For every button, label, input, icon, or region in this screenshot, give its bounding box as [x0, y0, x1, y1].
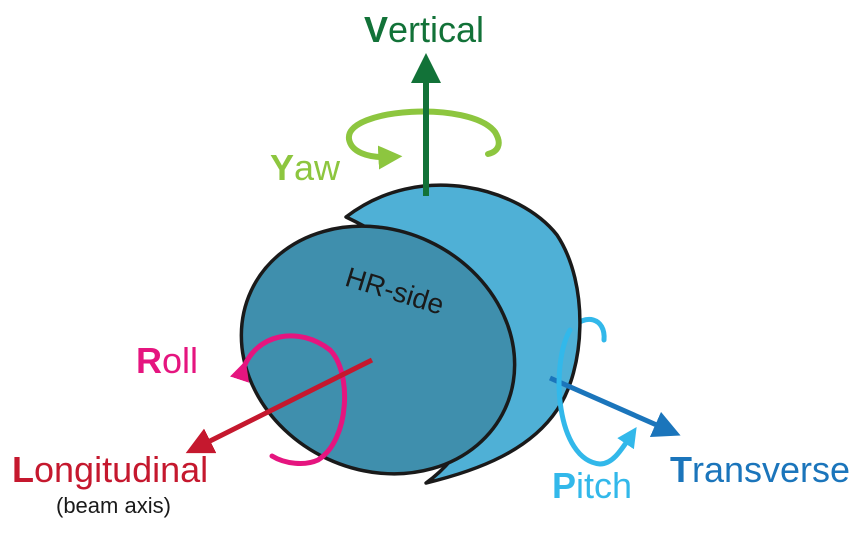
longitudinal-axis-arrow: [185, 357, 374, 454]
pitch-label-initial: P: [552, 465, 577, 506]
longitudinal-label-rest: ongitudinal: [34, 449, 209, 490]
vertical-label-initial: V: [364, 9, 389, 50]
longitudinal-label-initial: L: [12, 449, 34, 490]
pitch-label-rest: itch: [576, 465, 633, 506]
yaw-label-initial: Y: [270, 147, 295, 188]
mirror-face: [239, 224, 517, 476]
pitch-label: Pitch: [552, 468, 632, 504]
roll-rotation-back: [230, 333, 333, 383]
roll-label: Roll: [136, 343, 198, 379]
longitudinal-note: (beam axis): [56, 493, 171, 518]
transverse-label: Transverse: [670, 452, 850, 488]
yaw-label-rest: aw: [294, 147, 341, 188]
mirror-body: [239, 183, 582, 485]
vertical-label: Vertical: [364, 12, 484, 48]
roll-label-rest: oll: [162, 340, 199, 381]
yaw-label: Yaw: [270, 150, 340, 186]
yaw-rotation-front: [346, 136, 403, 170]
roll-label-initial: R: [136, 340, 162, 381]
pitch-rotation-front: [556, 327, 637, 467]
longitudinal-label: Longitudinal: [12, 452, 208, 488]
transverse-axis-arrow: [548, 375, 681, 438]
yaw-rotation-back: [346, 108, 502, 157]
transverse-label-initial: T: [670, 449, 692, 490]
vertical-label-rest: ertical: [388, 9, 485, 50]
transverse-label-rest: ransverse: [692, 449, 851, 490]
